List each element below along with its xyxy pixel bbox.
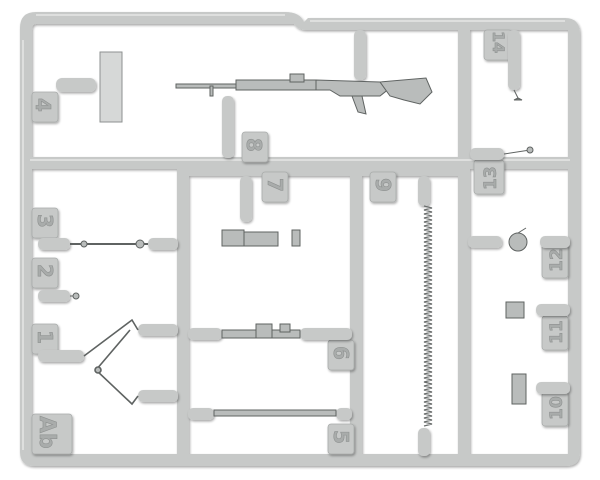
runner-v-2 (350, 163, 362, 460)
runner-v-1 (177, 163, 189, 460)
part-12 (508, 227, 528, 252)
tab-4 (31, 91, 59, 123)
spring-coil (423, 205, 433, 427)
part-14 (513, 89, 523, 101)
tab-7 (261, 171, 289, 203)
part-number-13: 13 (481, 166, 501, 190)
tab-2 (31, 257, 59, 289)
tab-5 (327, 423, 355, 455)
part-9-spring (423, 205, 433, 427)
frame-label-ab: Ab (34, 416, 59, 449)
part-11 (505, 301, 525, 319)
part-machine-gun (175, 73, 433, 115)
part-number-11: 11 (547, 320, 567, 344)
runner-h-mid (183, 168, 463, 176)
part-number-10: 10 (547, 396, 567, 420)
part-number-4: 4 (31, 98, 55, 112)
part-number-9: 9 (371, 178, 395, 192)
part-5-rod (213, 409, 337, 417)
part-number-8: 8 (242, 138, 266, 152)
tab-ab (31, 413, 73, 455)
part-number-2: 2 (33, 264, 57, 278)
part-number-14: 14 (489, 31, 508, 53)
part-10 (511, 373, 527, 405)
part-1-bipod (83, 318, 139, 406)
part-7 (221, 229, 301, 247)
parts (70, 51, 534, 427)
part-number-7: 7 (263, 178, 287, 192)
part-number-3: 3 (33, 214, 57, 228)
part-4-plate (99, 51, 123, 123)
part-number-5: 5 (329, 430, 353, 444)
tab-8 (241, 131, 269, 163)
part-number-12: 12 (547, 248, 567, 272)
gate-stubs (38, 30, 570, 456)
number-tabs (31, 29, 569, 455)
part-3 (70, 239, 148, 249)
runner-v-3 (458, 24, 470, 460)
part-number-1: 1 (33, 330, 57, 344)
part-number-6: 6 (329, 346, 353, 360)
tab-9 (369, 171, 397, 203)
part-6 (221, 323, 301, 339)
part-13 (503, 146, 534, 155)
part-2 (70, 292, 80, 300)
